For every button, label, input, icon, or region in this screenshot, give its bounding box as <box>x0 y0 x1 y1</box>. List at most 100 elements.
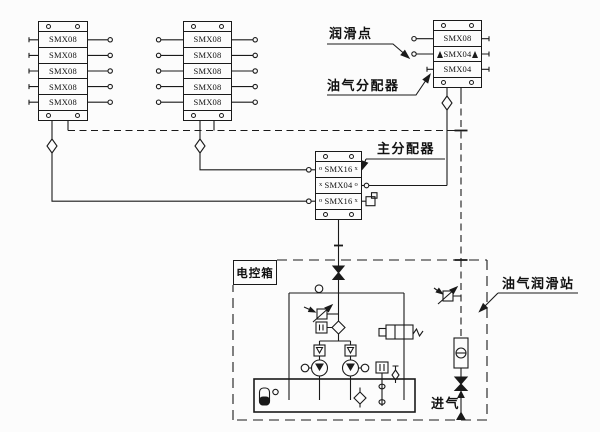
mounting-hole-icon <box>75 24 80 29</box>
check-valve-icon <box>344 344 357 357</box>
manifold-rows: SMX08 SMX08 SMX08 SMX08 SMX08 <box>184 32 231 110</box>
pressure-switch <box>378 324 424 340</box>
check-valve-icon <box>313 344 326 357</box>
manifold-row: o SMX16 x <box>316 162 361 177</box>
mounting-hole-icon <box>349 212 354 217</box>
air-inlet-arrow-icon <box>456 411 466 421</box>
row-label: SMX08 <box>443 33 472 44</box>
label-air-inlet: 进气 <box>431 396 461 411</box>
gauge-icon <box>360 363 370 373</box>
station-enclosure <box>232 259 488 421</box>
block-cap <box>316 209 361 219</box>
manifold-rows: SMX08 SMX08 SMX08 SMX08 SMX08 <box>39 32 87 110</box>
manifold-rows: SMX08 SMX04 SMX04 <box>434 31 481 77</box>
mounting-hole-icon <box>323 212 328 217</box>
manifold-row: x SMX04 o <box>316 177 361 193</box>
mounting-hole-icon <box>441 23 446 28</box>
row-label: SMX16 <box>324 164 353 175</box>
shutoff-valve-icon <box>453 376 469 385</box>
manifold-row: SMX04 <box>434 61 481 77</box>
main-distributor-block: o SMX16 x x SMX04 o o SMX16 x <box>315 151 362 220</box>
oil-tank <box>253 378 416 413</box>
block-cap <box>434 77 481 87</box>
manifold-row: SMX08 <box>184 94 231 110</box>
mounting-hole-icon <box>191 113 196 118</box>
port-mark: x <box>319 181 323 189</box>
row-label: SMX08 <box>193 49 222 60</box>
feed-line-manifold1 <box>46 121 315 205</box>
left-manifold-2-ports <box>155 37 258 105</box>
left-manifold-1-ports <box>28 37 113 105</box>
label-lube-point: 润滑点 <box>329 26 373 41</box>
feed-line-right-manifold <box>362 88 453 189</box>
label-main-distributor: 主分配器 <box>377 141 436 156</box>
row-label: SMX08 <box>193 65 222 76</box>
mounting-hole-icon <box>219 113 224 118</box>
manifold-row: SMX08 <box>184 78 231 94</box>
manifold-row: o SMX16 x <box>316 193 361 209</box>
check-valve-icon <box>391 369 400 381</box>
pump-unit <box>288 284 405 400</box>
right-manifold-ports <box>411 35 490 72</box>
row-label: SMX08 <box>49 81 77 92</box>
mounting-hole-icon <box>323 154 328 159</box>
mounting-hole-icon <box>46 113 51 118</box>
row-label: SMX08 <box>193 34 222 45</box>
check-valve-icon <box>46 138 58 154</box>
gauge-icon <box>300 363 310 373</box>
mounting-hole-icon <box>75 113 80 118</box>
distributor-block-right: SMX08 SMX04 SMX04 <box>433 20 482 88</box>
flow-up-arrow-icon <box>437 50 443 58</box>
manifold-row: SMX08 <box>39 46 87 63</box>
manifold-row: SMX08 <box>184 62 231 79</box>
air-line-top <box>67 121 468 132</box>
block-cap <box>434 21 481 31</box>
block-cap <box>39 110 87 120</box>
flow-up-arrow-icon <box>472 50 478 58</box>
manifold-row: SMX08 <box>39 62 87 79</box>
level-indicator <box>375 361 400 406</box>
row-label: SMX04 <box>443 48 472 59</box>
suction-strainer-icon <box>353 391 367 405</box>
leader-lines <box>327 43 578 313</box>
filter-icon <box>315 321 328 334</box>
port-mark: o <box>319 165 323 173</box>
electric-control-box-label: 电控箱 <box>236 267 274 280</box>
row-label: SMX08 <box>49 34 77 45</box>
distributor-block-left-2: SMX08 SMX08 SMX08 SMX08 SMX08 <box>183 21 232 121</box>
distributor-block-left-1: SMX08 SMX08 SMX08 SMX08 SMX08 <box>38 21 88 121</box>
manifold-row: SMX08 <box>434 31 481 46</box>
shutoff-valve-icon <box>331 265 346 274</box>
mounting-hole-icon <box>191 24 196 29</box>
manifold-row: SMX08 <box>184 46 231 63</box>
manifold-row: SMX08 <box>184 32 231 47</box>
check-valve-icon <box>194 138 206 154</box>
feed-line-manifold2 <box>194 121 315 173</box>
label-oil-gas-lube-station: 油气润滑站 <box>502 276 575 291</box>
mounting-hole-icon <box>441 80 446 85</box>
row-label: SMX08 <box>49 49 77 60</box>
row-label: SMX08 <box>49 65 77 76</box>
pressure-gauge-icon <box>314 284 324 294</box>
row-label: SMX04 <box>443 64 472 75</box>
mounting-hole-icon <box>469 80 474 85</box>
block-cap <box>184 110 231 120</box>
manifold-rows: o SMX16 x x SMX04 o o SMX16 x <box>316 162 361 209</box>
mounting-hole-icon <box>219 24 224 29</box>
block-cap <box>39 22 87 32</box>
manifold-row: SMX04 <box>434 45 481 62</box>
electric-control-box: 电控箱 <box>233 260 277 285</box>
mixing-valve-icon <box>331 320 346 335</box>
main-oil-gas-line <box>318 220 352 345</box>
block-cap <box>184 22 231 32</box>
mounting-hole-icon <box>349 154 354 159</box>
mounting-hole-icon <box>469 23 474 28</box>
row-label: SMX08 <box>193 97 222 108</box>
port-mark: o <box>354 181 358 189</box>
port-mark: x <box>354 197 358 205</box>
port-mark: o <box>319 197 323 205</box>
row-label: SMX08 <box>193 81 222 92</box>
mounting-hole-icon <box>46 24 51 29</box>
